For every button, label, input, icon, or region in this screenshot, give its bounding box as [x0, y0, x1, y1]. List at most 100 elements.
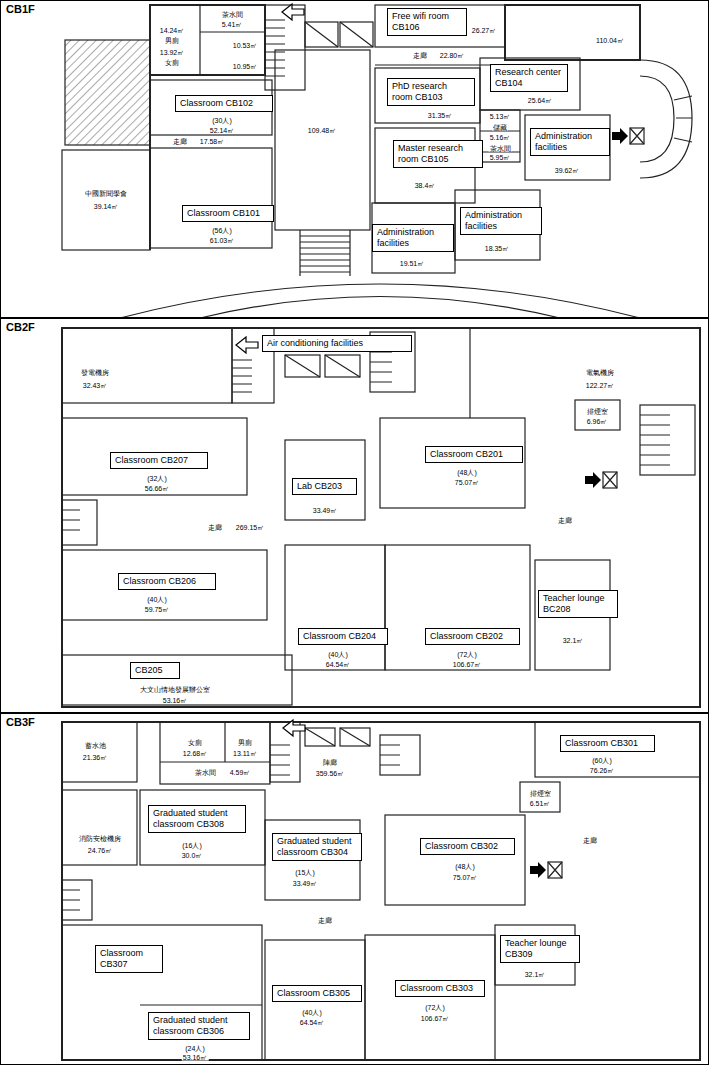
room-info: (24人): [184, 1045, 205, 1052]
room-name: Classroom CB305: [277, 988, 350, 998]
room-info: 走廊: [412, 52, 428, 59]
room-info: 排煙室: [529, 790, 552, 797]
room-info: 31.35㎡: [427, 112, 454, 119]
room-name: CB205: [135, 665, 163, 675]
room-info: 64.54㎡: [299, 1019, 326, 1026]
room-info: (72人): [456, 651, 477, 658]
room-info: 32.1㎡: [562, 637, 585, 644]
floor-panel: CB1FFree wifi room CB106Classroom CB102P…: [0, 0, 709, 318]
room-info: 發電機房: [80, 369, 110, 376]
room-info: 5.95㎡: [489, 154, 512, 161]
room-name: Administration facilities: [535, 131, 592, 152]
room-info: 茶水間: [489, 145, 512, 152]
room-info: 排煙室: [586, 408, 609, 415]
room-info: 5.16㎡: [489, 134, 512, 141]
room-label-box: Teacher lounge CB309: [500, 935, 580, 963]
room-label-box: Administration facilities: [460, 207, 542, 235]
room-name: Graduated student classroom CB304: [277, 836, 352, 857]
room-info: (40人): [301, 1009, 322, 1016]
room-info: 21.36㎡: [82, 754, 109, 761]
room-info: 109.48㎡: [307, 127, 337, 134]
room-info: 走廊: [172, 138, 188, 145]
room-info: 32.43㎡: [82, 382, 109, 389]
room-label-box: Lab CB203: [292, 478, 357, 495]
room-info: 106.67㎡: [452, 661, 482, 668]
room-label-box: Classroom CB305: [272, 985, 362, 1002]
room-info: 10.95㎡: [232, 63, 259, 70]
room-info: 32.1㎡: [524, 971, 547, 978]
room-info: 22.80㎡: [439, 52, 466, 59]
room-name: Classroom CB102: [180, 98, 253, 108]
room-info: 53.16㎡: [182, 1054, 209, 1061]
room-name: Graduated student classroom CB306: [153, 1015, 228, 1036]
room-info: (16人): [181, 842, 202, 849]
room-name: Classroom CB206: [123, 576, 196, 586]
room-info: 38.4㎡: [414, 182, 437, 189]
room-info: 陣廊: [322, 759, 338, 766]
room-info: 56.66㎡: [144, 485, 171, 492]
room-info: 39.14㎡: [93, 203, 120, 210]
room-info: 18.35㎡: [484, 245, 511, 252]
room-name: Classroom CB204: [303, 631, 376, 641]
room-name: Classroom CB301: [565, 738, 638, 748]
room-info: 24.76㎡: [87, 847, 114, 854]
room-label-box: Graduated student classroom CB304: [272, 833, 362, 861]
room-info: (60人): [591, 757, 612, 764]
room-label-box: Classroom CB307: [95, 945, 163, 973]
room-info: 30.0㎡: [181, 852, 204, 859]
room-name: Classroom CB201: [430, 449, 503, 459]
room-label-box: Air conditioning facilities: [262, 335, 412, 352]
room-label-box: Free wifi room CB106: [387, 8, 467, 36]
room-name: Lab CB203: [297, 481, 342, 491]
room-info: 大文山情地發展辦公室: [139, 686, 211, 693]
room-info: (48人): [456, 469, 477, 476]
room-info: 6.96㎡: [586, 418, 609, 425]
room-info: 6.51㎡: [529, 800, 552, 807]
room-info: (30人): [211, 117, 232, 124]
room-name: Classroom CB101: [187, 208, 260, 218]
room-info: 中國新聞學會: [84, 190, 128, 197]
room-info: 64.54㎡: [325, 661, 352, 668]
room-name: PhD research room CB103: [392, 81, 447, 102]
room-info: (72人): [424, 1004, 445, 1011]
room-info: 電氣機房: [585, 369, 615, 376]
room-info: 10.53㎡: [232, 42, 259, 49]
room-info: 女廁: [164, 59, 180, 66]
room-info: 110.04㎡: [595, 37, 625, 44]
room-info: 17.58㎡: [199, 138, 226, 145]
room-name: Classroom CB207: [115, 455, 188, 465]
room-name: Graduated student classroom CB308: [153, 808, 228, 829]
room-info: 儲藏: [492, 124, 508, 131]
room-name: Free wifi room CB106: [392, 11, 449, 32]
room-label-box: CB205: [130, 662, 180, 679]
room-info: 75.07㎡: [452, 874, 479, 881]
room-label-box: Classroom CB102: [175, 95, 273, 112]
room-info: 33.49㎡: [312, 507, 339, 514]
room-label-box: Classroom CB101: [182, 205, 274, 222]
floor-panel: CB2F Air conditioning facilitiesClassroom…: [0, 318, 709, 713]
room-info: 12.68㎡: [182, 750, 209, 757]
room-name: Classroom CB202: [430, 631, 503, 641]
room-label-box: Classroom CB301: [560, 735, 655, 752]
room-label-box: Classroom CB204: [298, 628, 388, 645]
room-info: 4.59㎡: [229, 769, 252, 776]
room-info: 14.24㎡: [159, 27, 186, 34]
room-label-box: Research center CB104: [490, 64, 568, 92]
room-info: 男廁: [237, 739, 253, 746]
room-info: 走廊: [207, 524, 223, 531]
room-info: 男廁: [164, 37, 180, 44]
floor-heading: CB3F: [5, 716, 36, 728]
room-name: Classroom CB302: [425, 841, 498, 851]
room-name: Air conditioning facilities: [267, 338, 363, 348]
room-info: 53.16㎡: [162, 697, 189, 704]
room-label-box: Classroom CB303: [395, 980, 485, 997]
room-name: Research center CB104: [495, 67, 561, 88]
room-info: (32人): [146, 475, 167, 482]
room-info: 39.62㎡: [554, 167, 581, 174]
room-name: Classroom CB307: [100, 948, 143, 969]
floor-heading: CB2F: [5, 321, 36, 333]
room-label-box: Classroom CB201: [425, 446, 523, 463]
room-info: 25.64㎡: [527, 97, 554, 104]
room-label-box: Master research room CB105: [393, 140, 483, 168]
